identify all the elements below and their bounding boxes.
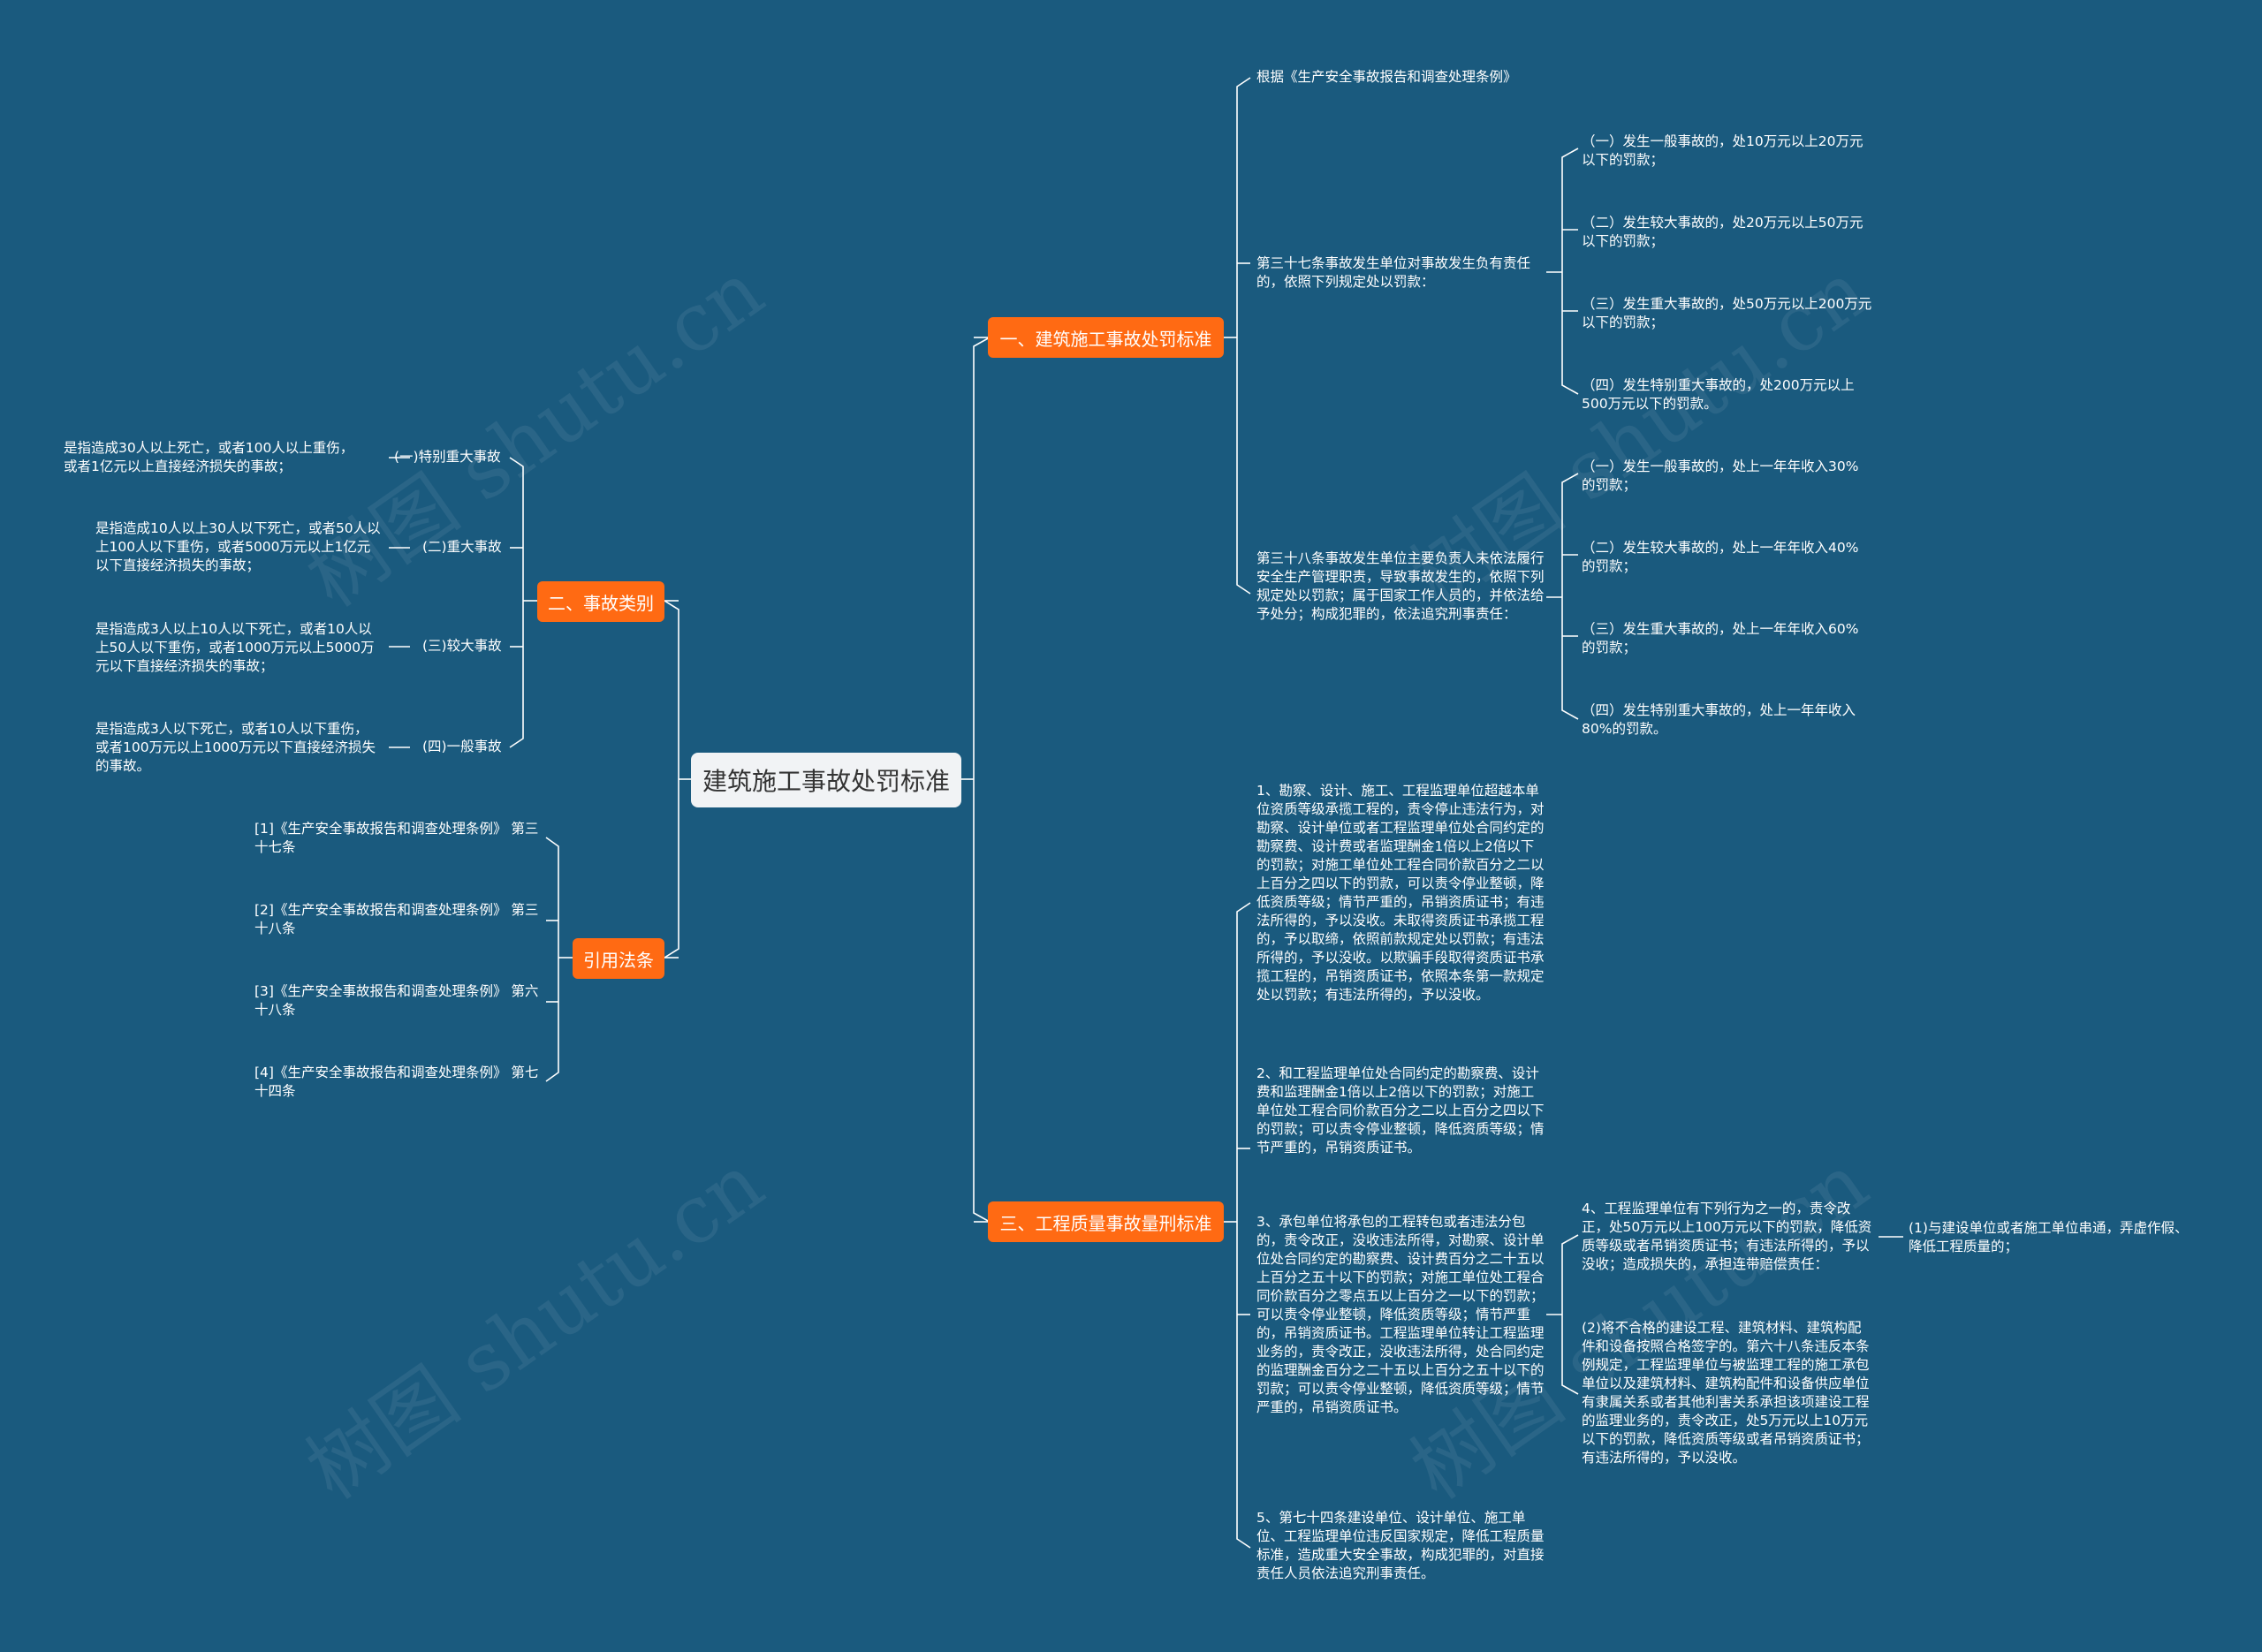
- cited-law: [2]《生产安全事故报告和调查处理条例》 第三十八条: [254, 902, 539, 936]
- connector: [509, 457, 524, 748]
- quality-item: 2、和工程监理单位处合同约定的勘察费、设计费和监理酬金1倍以上2倍以下的罚款；对…: [1256, 1065, 1545, 1156]
- category-desc: 是指造成30人以上死亡，或者100人以上重伤，或者1亿元以上直接经济损失的事故；: [64, 440, 354, 474]
- connector: [545, 837, 559, 1082]
- cited-law: [1]《生产安全事故报告和调查处理条例》 第三十七条: [254, 821, 539, 855]
- art38-item: （三）发生重大事故的，处上一年年收入60%的罚款；: [1582, 621, 1859, 655]
- connector: [1561, 148, 1579, 395]
- regulation-basis: 根据《生产安全事故报告和调查处理条例》: [1256, 69, 1517, 85]
- connector: [664, 600, 679, 959]
- art38-item: （四）发生特别重大事故的，处上一年年收入80%的罚款。: [1582, 702, 1856, 737]
- category-label: (二)重大事故: [422, 539, 502, 555]
- branch-quality-sentencing[interactable]: 三、工程质量事故量刑标准: [988, 1201, 1224, 1242]
- art38-item: （二）发生较大事故的，处上一年年收入40%的罚款；: [1582, 540, 1859, 574]
- branch-penalty-standard[interactable]: 一、建筑施工事故处罚标准: [988, 317, 1224, 358]
- category-label: (一)特别重大事故: [394, 449, 501, 465]
- root-node[interactable]: 建筑施工事故处罚标准: [691, 753, 961, 807]
- art37-item: （一）发生一般事故的，处10万元以上20万元以下的罚款；: [1582, 133, 1863, 168]
- article-38: 第三十八条事故发生单位主要负责人未依法履行安全生产管理职责，导致事故发生的，依照…: [1256, 550, 1545, 622]
- category-label: (四)一般事故: [422, 739, 502, 754]
- connector: [1236, 902, 1251, 1549]
- branch-accident-categories[interactable]: 二、事故类别: [537, 581, 664, 622]
- connector: [1561, 473, 1579, 720]
- art37-item: （三）发生重大事故的，处50万元以上200万元以下的罚款；: [1582, 296, 1872, 330]
- quality-item-4-1: (1)与建设单位或者施工单位串通，弄虚作假、降低工程质量的；: [1909, 1220, 2189, 1254]
- category-desc: 是指造成3人以上10人以下死亡，或者10人以上50人以下重伤，或者1000万元以…: [95, 621, 375, 674]
- connector: [1561, 1234, 1579, 1395]
- article-37: 第三十七条事故发生单位对事故发生负有责任的，依照下列规定处以罚款：: [1256, 255, 1531, 290]
- quality-item-4: 4、工程监理单位有下列行为之一的，责令改正，处50万元以上100万元以下的罚款，…: [1582, 1201, 1872, 1272]
- quality-item: 3、承包单位将承包的工程转包或者违法分包的，责令改正，没收违法所得，对勘察、设计…: [1256, 1214, 1545, 1415]
- category-desc: 是指造成3人以下死亡，或者10人以下重伤，或者100万元以上1000万元以下直接…: [95, 721, 376, 774]
- art37-item: （四）发生特别重大事故的，处200万元以上500万元以下的罚款。: [1582, 377, 1855, 412]
- connector: [1236, 77, 1251, 595]
- cited-law: [3]《生产安全事故报告和调查处理条例》 第六十八条: [254, 983, 539, 1018]
- category-desc: 是指造成10人以上30人以下死亡，或者50人以上100人以下重伤，或者5000万…: [95, 520, 381, 573]
- art38-item: （一）发生一般事故的，处上一年年收入30%的罚款；: [1582, 458, 1859, 493]
- connector: [973, 337, 991, 1223]
- cited-law: [4]《生产安全事故报告和调查处理条例》 第七十四条: [254, 1065, 539, 1099]
- art37-item: （二）发生较大事故的，处20万元以上50万元以下的罚款；: [1582, 215, 1863, 249]
- branch-cited-laws[interactable]: 引用法条: [573, 938, 664, 979]
- quality-item: 5、第七十四条建设单位、设计单位、施工单位、工程监理单位违反国家规定，降低工程质…: [1256, 1510, 1545, 1581]
- quality-item: 1、勘察、设计、施工、工程监理单位超越本单位资质等级承揽工程的，责令停止违法行为…: [1256, 783, 1545, 1003]
- quality-item-4-2: (2)将不合格的建设工程、建筑材料、建筑构配件和设备按照合格签字的。第六十八条违…: [1582, 1320, 1870, 1466]
- category-label: (三)较大事故: [422, 638, 502, 654]
